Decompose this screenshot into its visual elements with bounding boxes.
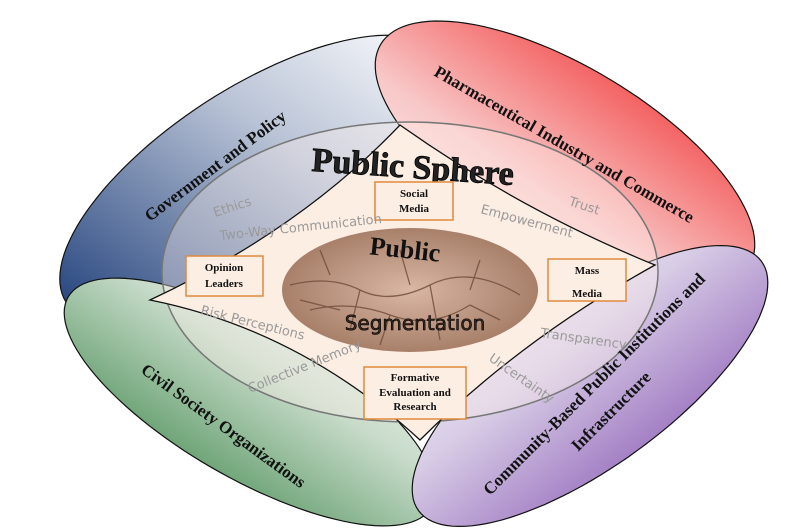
svg-text:Media: Media: [572, 288, 602, 300]
crack-texture: [289, 249, 521, 346]
center-segmentation: Segmentation: [345, 311, 486, 335]
opinion-leaders-box: Opinion Leaders: [185, 255, 264, 297]
svg-text:Research: Research: [393, 401, 436, 413]
social-media-box: Social Media: [374, 181, 454, 221]
svg-text:Social: Social: [400, 188, 428, 200]
formative-research-box: Formative Evaluation and Research: [363, 366, 467, 420]
svg-text:Opinion: Opinion: [205, 262, 244, 274]
svg-text:Mass: Mass: [575, 265, 600, 277]
mass-media-box: Mass Media: [547, 258, 627, 302]
svg-text:Media: Media: [399, 203, 429, 215]
svg-text:Formative: Formative: [391, 372, 440, 384]
svg-text:Leaders: Leaders: [205, 278, 244, 290]
public-segmentation-ellipse: [282, 228, 538, 352]
svg-text:Evaluation and: Evaluation and: [379, 387, 451, 399]
